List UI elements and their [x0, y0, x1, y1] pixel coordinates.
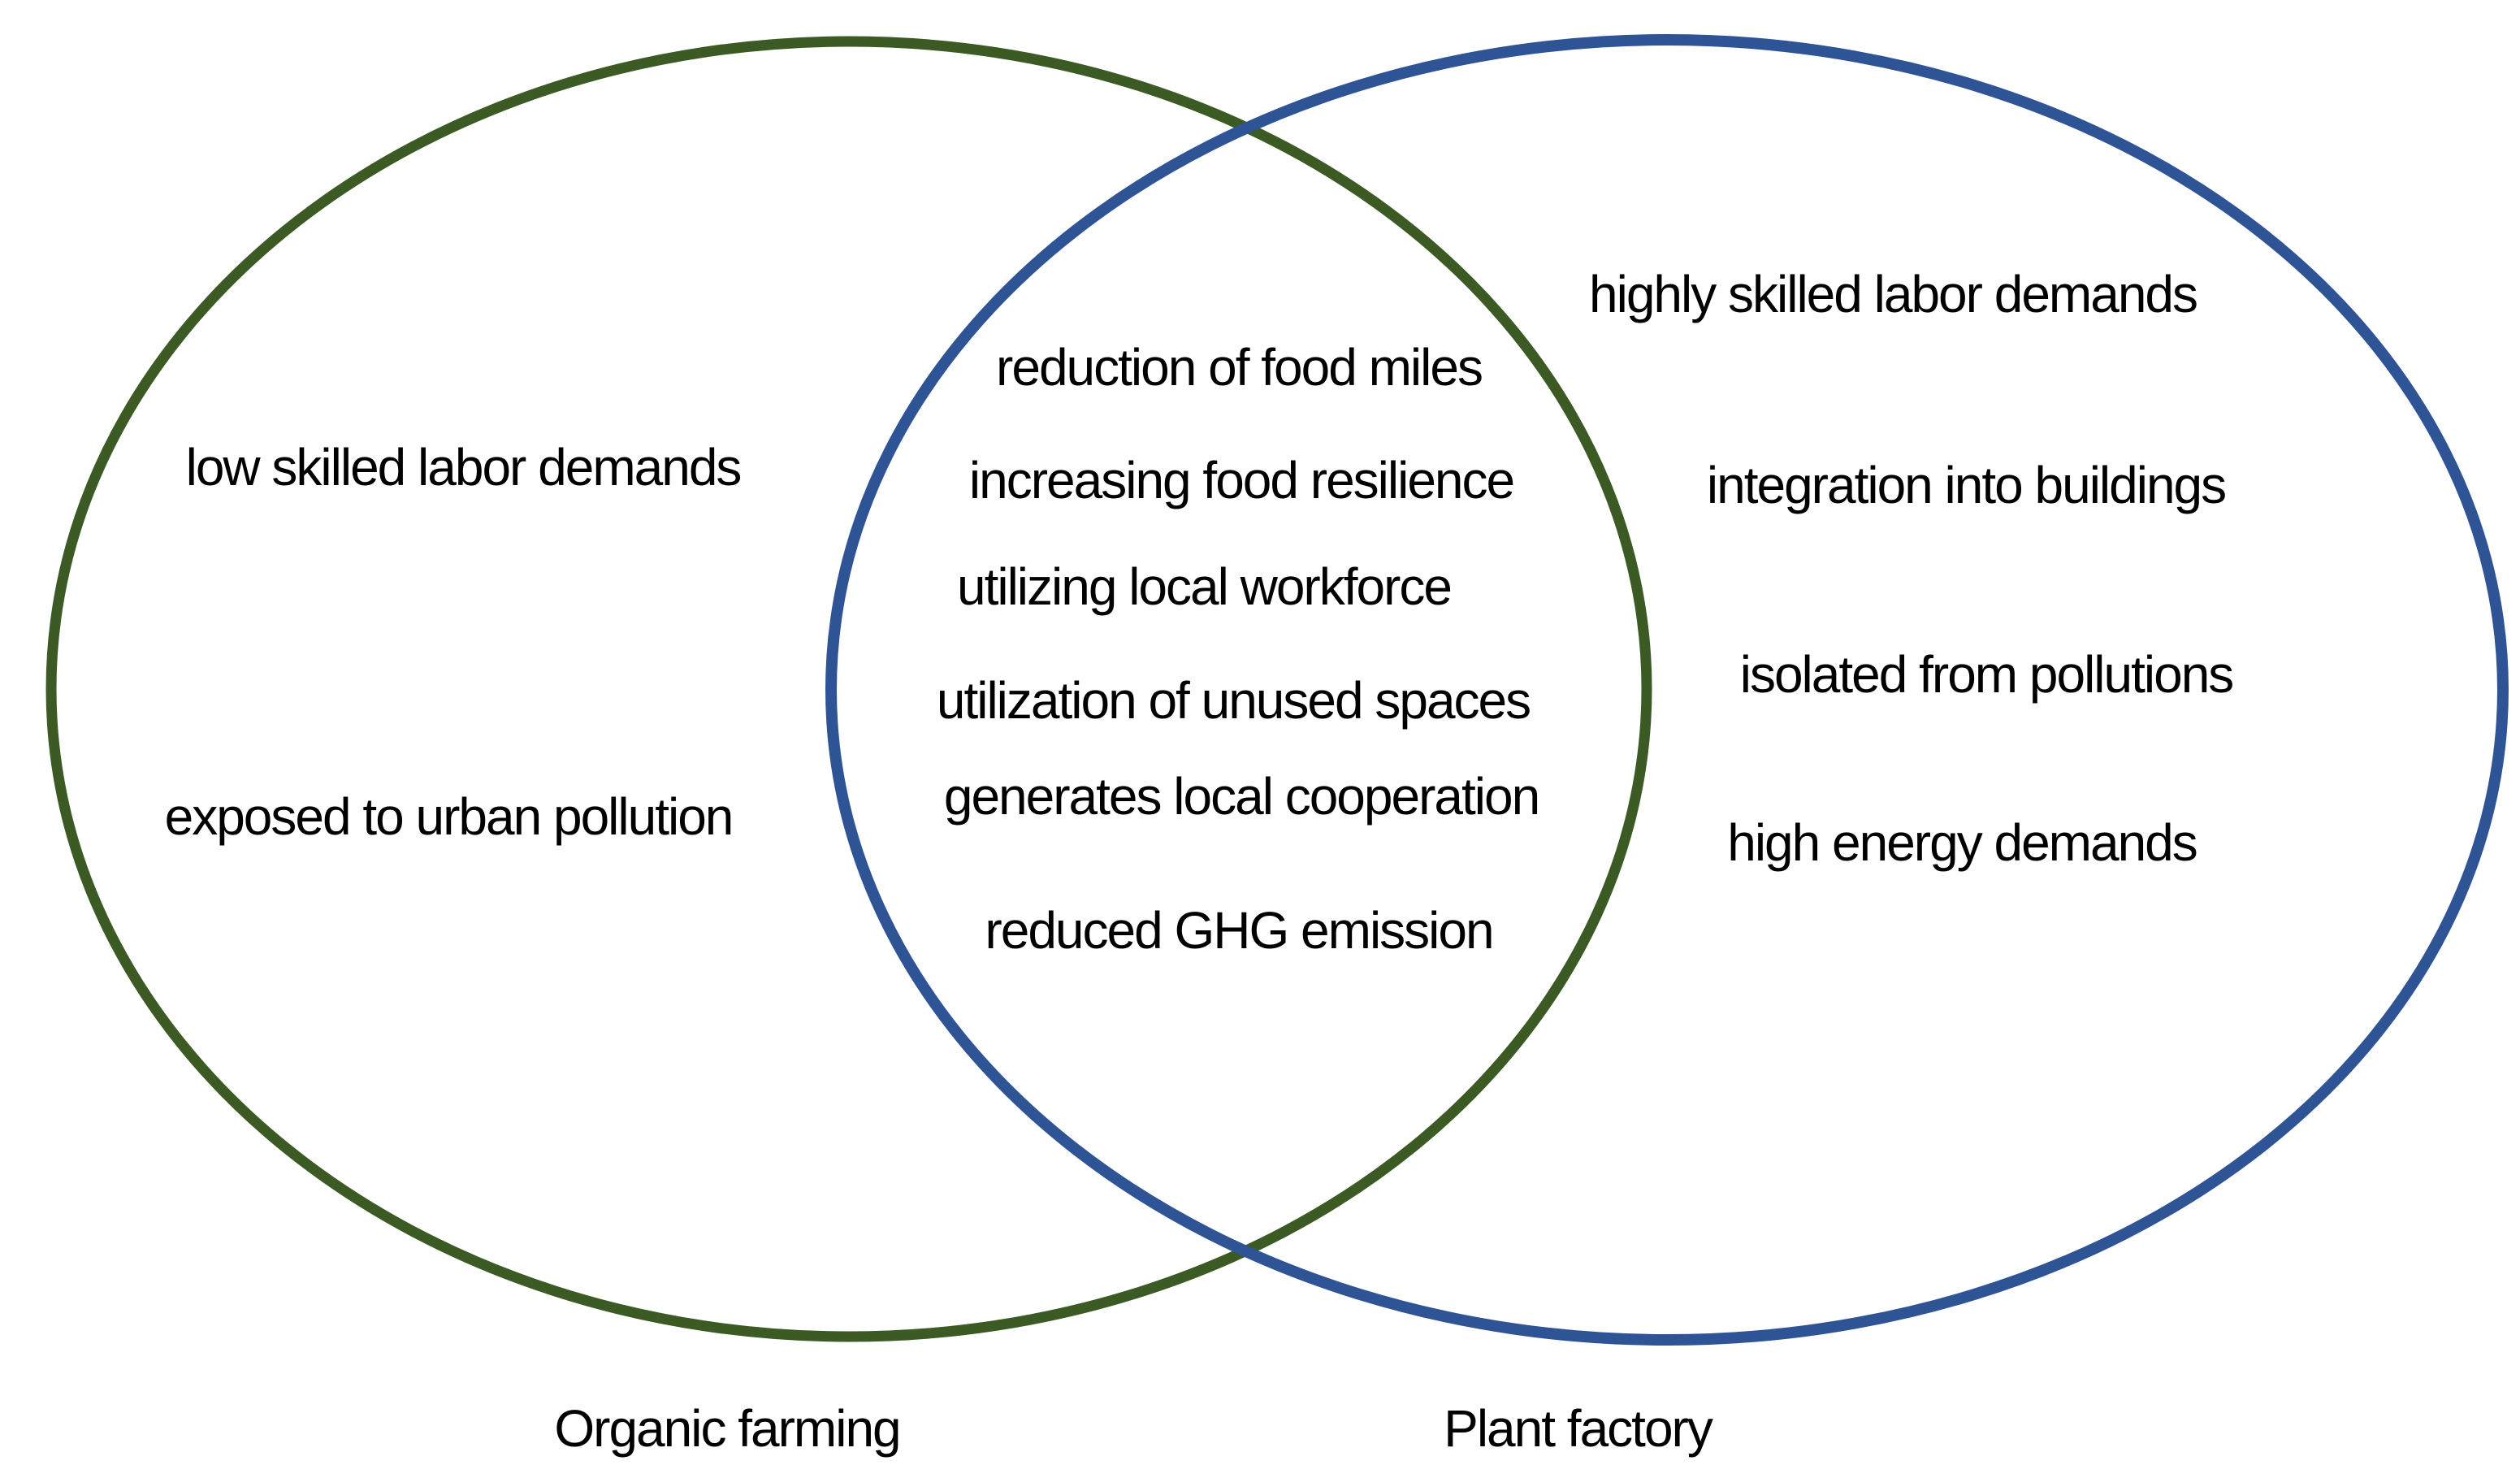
right-item-high-energy-demands: high energy demands — [1727, 813, 2198, 872]
intersection-item-reduced-ghg-emission: reduced GHG emission — [985, 901, 1494, 960]
left-item-low-skilled-labor-demands: low skilled labor demands — [185, 438, 743, 496]
intersection-item-utilization-of-unused-spaces: utilization of unused spaces — [936, 671, 1531, 730]
organic-farming-ellipse — [45, 36, 1652, 1342]
right-item-isolated-from-pollutions: isolated from pollutions — [1739, 645, 2235, 704]
intersection-item-utilizing-local-workforce: utilizing local workforce — [956, 557, 1453, 616]
intersection-item-reduction-of-food-miles: reduction of food miles — [996, 338, 1483, 397]
intersection-item-generates-local-cooperation: generates local cooperation — [943, 767, 1540, 826]
right-item-integration-into-buildings: integration into buildings — [1706, 456, 2227, 514]
intersection-item-increasing-food-resilience: increasing food resilience — [968, 451, 1515, 509]
plant-factory-ellipse — [825, 34, 2509, 1346]
plant-factory-title: Plant factory — [1444, 1399, 1713, 1458]
organic-farming-title: Organic farming — [554, 1399, 901, 1458]
right-item-highly-skilled-labor-demands: highly skilled labor demands — [1589, 265, 2198, 323]
left-item-exposed-to-urban-pollution: exposed to urban pollution — [164, 787, 734, 846]
